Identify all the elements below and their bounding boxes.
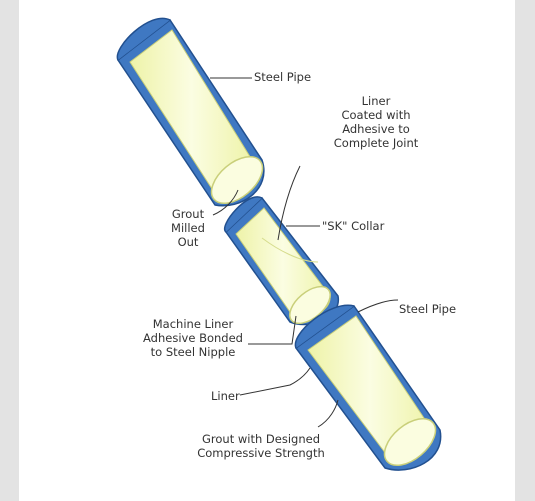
leader-grout-designed (318, 400, 338, 427)
label-steel-pipe-bottom: Steel Pipe (399, 302, 456, 316)
label-machine-liner: Machine Liner Adhesive Bonded to Steel N… (136, 317, 250, 359)
label-grout-designed: Grout with Designed Compressive Strength (186, 432, 336, 460)
label-grout-milled-out: Grout Milled Out (158, 207, 218, 249)
label-steel-pipe-top: Steel Pipe (254, 70, 311, 84)
sk-collar-segment (225, 197, 339, 331)
steel-pipe-top (117, 18, 271, 212)
leader-steel-pipe-bottom (358, 300, 398, 312)
label-liner-coated: Liner Coated with Adhesive to Complete J… (316, 94, 436, 150)
label-sk-collar: "SK" Collar (322, 219, 384, 233)
label-liner: Liner (211, 389, 240, 403)
leader-liner (240, 368, 310, 395)
